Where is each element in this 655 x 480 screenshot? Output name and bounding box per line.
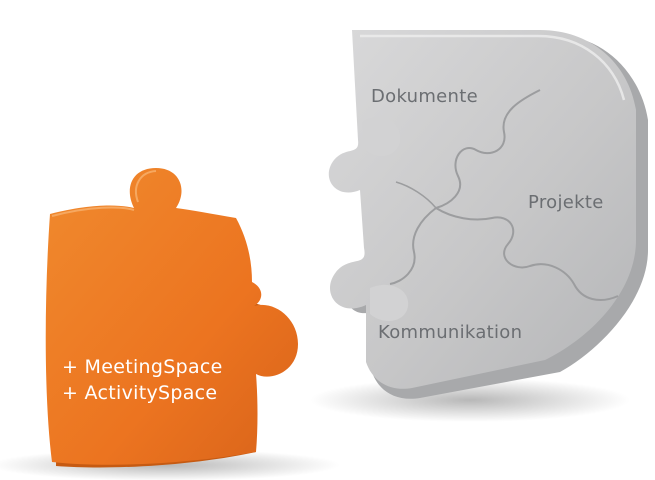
- label-kommunikation: Kommunikation: [378, 322, 523, 343]
- label-dokumente: Dokumente: [371, 86, 478, 107]
- seam-vertical: [435, 89, 541, 209]
- label-activityspace: + ActivitySpace: [62, 382, 218, 404]
- label-projekte: Projekte: [528, 192, 604, 213]
- label-meetingspace: + MeetingSpace: [62, 356, 223, 378]
- seam-horizontal: [435, 207, 619, 301]
- orange-puzzle-piece: [45, 168, 299, 468]
- grey-puzzle-block: [328, 30, 648, 399]
